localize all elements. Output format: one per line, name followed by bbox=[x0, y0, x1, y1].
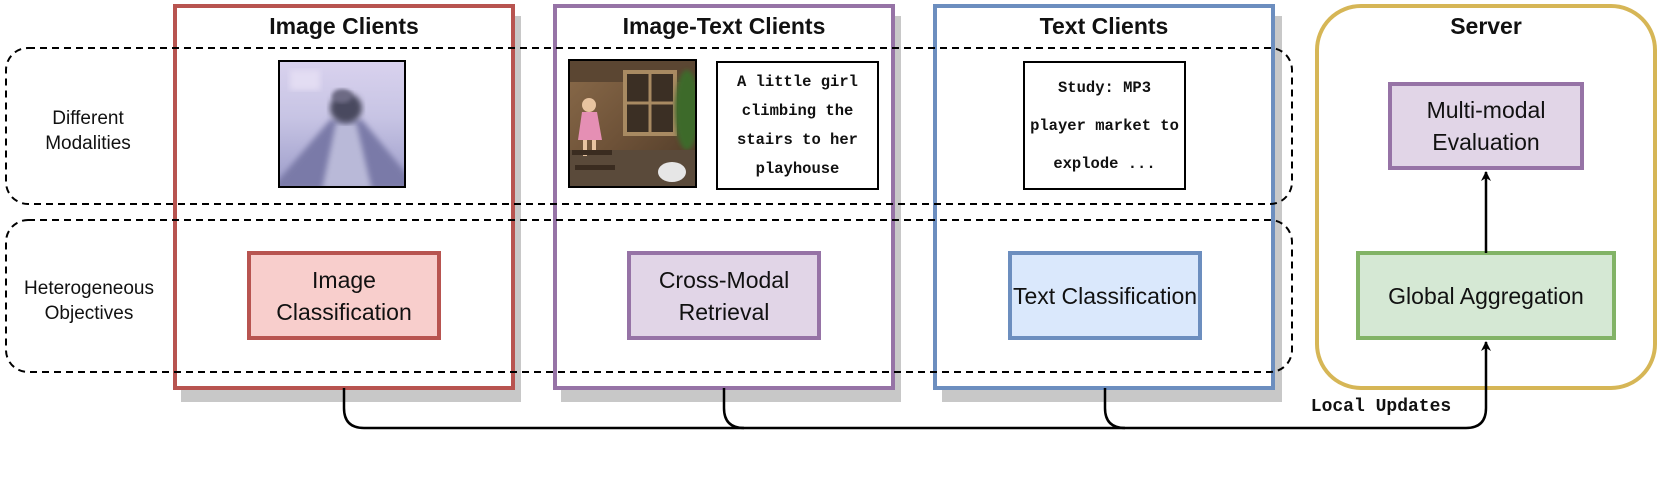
news-sample-frame bbox=[1023, 61, 1186, 190]
news-sample-text: Study: MP3 player market to explode ... bbox=[1030, 78, 1179, 173]
text-clients-title: Text Clients bbox=[1039, 13, 1169, 39]
multimodal-evaluation-label: Multi-modal Evaluation bbox=[1426, 97, 1546, 155]
text-classification-box bbox=[1008, 251, 1202, 340]
server-title: Server bbox=[1450, 13, 1522, 39]
airplane-image bbox=[278, 60, 406, 188]
local-updates-connector bbox=[342, 341, 1491, 430]
objectives-band bbox=[5, 219, 1293, 373]
local-updates-label: Local Updates bbox=[1296, 397, 1466, 417]
image-text-branch bbox=[722, 388, 745, 430]
cross-modal-retrieval-label: Cross-Modal Retrieval bbox=[658, 266, 790, 325]
playhouse-photo bbox=[568, 59, 697, 188]
global-aggregation-box bbox=[1356, 251, 1616, 340]
objectives-row-label: Heterogeneous Objectives bbox=[24, 278, 154, 324]
image-text-clients-title: Image-Text Clients bbox=[622, 13, 826, 39]
image-clients-title: Image Clients bbox=[269, 13, 419, 39]
global-aggregation-label: Global Aggregation bbox=[1388, 282, 1584, 309]
multimodal-evaluation-box bbox=[1388, 82, 1584, 170]
caption-sample-frame bbox=[716, 61, 879, 190]
text-classification-label: Text Classification bbox=[1012, 282, 1198, 309]
modalities-row-label: Different Modalities bbox=[45, 108, 131, 154]
caption-sample-text: A little girl climbing the stairs to her… bbox=[737, 72, 858, 178]
text-branch bbox=[1103, 388, 1126, 430]
image-classification-label: Image Classification bbox=[276, 266, 412, 325]
image-classification-box bbox=[247, 251, 441, 340]
modalities-band bbox=[5, 47, 1293, 205]
cross-modal-retrieval-box bbox=[627, 251, 821, 340]
